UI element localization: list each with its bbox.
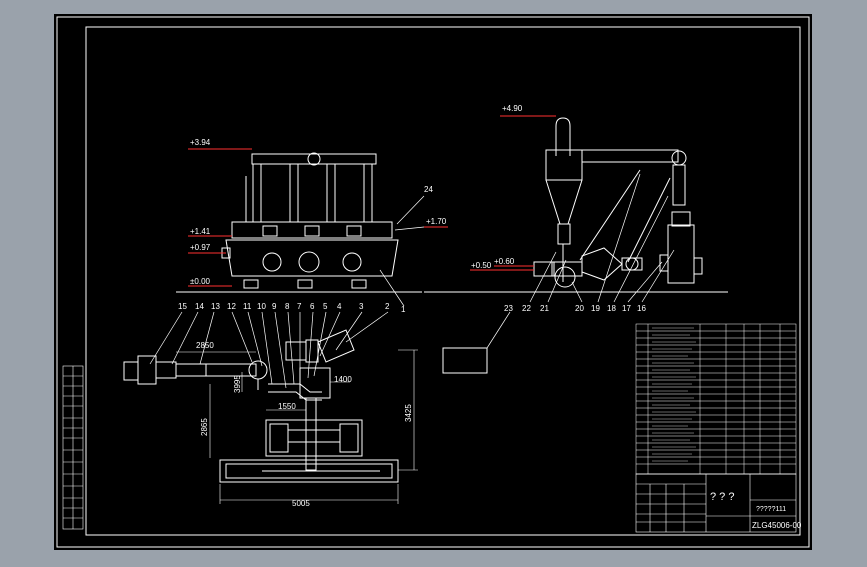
- dim-1550: 1550: [278, 402, 296, 411]
- front-elevations: +3.94 +1.41 +0.97 ±0.00 +1.70: [188, 138, 448, 287]
- leader-23: 23: [504, 304, 513, 313]
- leader-24: 24: [424, 185, 433, 194]
- dim-2865: 2865: [200, 418, 209, 436]
- elev-170: +1.70: [426, 217, 447, 226]
- dim-1400: 1400: [334, 375, 352, 384]
- front-leaders: 1 24: [379, 185, 433, 314]
- leader-22: 22: [522, 304, 531, 313]
- leader-4: 4: [337, 302, 342, 311]
- leader-6: 6: [310, 302, 315, 311]
- title-block: [635, 473, 797, 533]
- leader-19: 19: [591, 304, 600, 313]
- drawing-number: ZLG45006-00: [752, 521, 802, 530]
- plan-leaders: [149, 311, 389, 389]
- leader-17: 17: [622, 304, 631, 313]
- dim-3425: 3425: [404, 404, 413, 422]
- front-view: [176, 152, 422, 293]
- inner-border: [85, 26, 801, 536]
- part-23-box: [442, 347, 488, 374]
- dim-5005: 5005: [292, 499, 310, 508]
- elev-141: +1.41: [190, 227, 211, 236]
- side-leaders: [486, 173, 675, 349]
- dimensions: [176, 349, 418, 504]
- leader-1: 1: [401, 305, 406, 314]
- leader-15: 15: [178, 302, 187, 311]
- side-elevations: +4.90 +0.50 +0.60: [470, 104, 556, 271]
- margin-table: [62, 365, 84, 530]
- outer-border: [56, 16, 810, 548]
- leader-16: 16: [637, 304, 646, 313]
- leader-14: 14: [195, 302, 204, 311]
- elev-000: ±0.00: [190, 277, 211, 286]
- elev-490: +4.90: [502, 104, 523, 113]
- dimension-text: 2850 5005 1550 1400 3995 2865 3425: [196, 341, 413, 508]
- leader-9: 9: [272, 302, 277, 311]
- side-view: [424, 117, 728, 293]
- parts-list: [635, 323, 797, 475]
- leader-18: 18: [607, 304, 616, 313]
- leader-8: 8: [285, 302, 290, 311]
- leader-2: 2: [385, 302, 390, 311]
- leader-20: 20: [575, 304, 584, 313]
- leader-5: 5: [323, 302, 328, 311]
- leader-11: 11: [243, 302, 252, 311]
- side-leader-numbers: 23 22 21 20 19 18 17 16: [504, 304, 646, 313]
- leader-12: 12: [227, 302, 236, 311]
- elev-050: +0.50: [471, 261, 492, 270]
- elev-097: +0.97: [190, 243, 211, 252]
- plan-view: [123, 329, 399, 483]
- leader-10: 10: [257, 302, 266, 311]
- leader-3: 3: [359, 302, 364, 311]
- dim-3995: 3995: [233, 375, 242, 393]
- elev-060: +0.60: [494, 257, 515, 266]
- leader-13: 13: [211, 302, 220, 311]
- title-marks: ? ? ?: [710, 491, 734, 503]
- paper: [54, 14, 812, 550]
- leader-7: 7: [297, 302, 302, 311]
- dim-2850: 2850: [196, 341, 214, 350]
- title-subtitle: ?????111: [756, 506, 786, 513]
- elev-394: +3.94: [190, 138, 211, 147]
- parts-list-fill: [652, 327, 696, 462]
- leader-21: 21: [540, 304, 549, 313]
- plan-leader-numbers: 15 14 13 12 11 10 9 8 7 6 5 4 3 2: [178, 302, 390, 311]
